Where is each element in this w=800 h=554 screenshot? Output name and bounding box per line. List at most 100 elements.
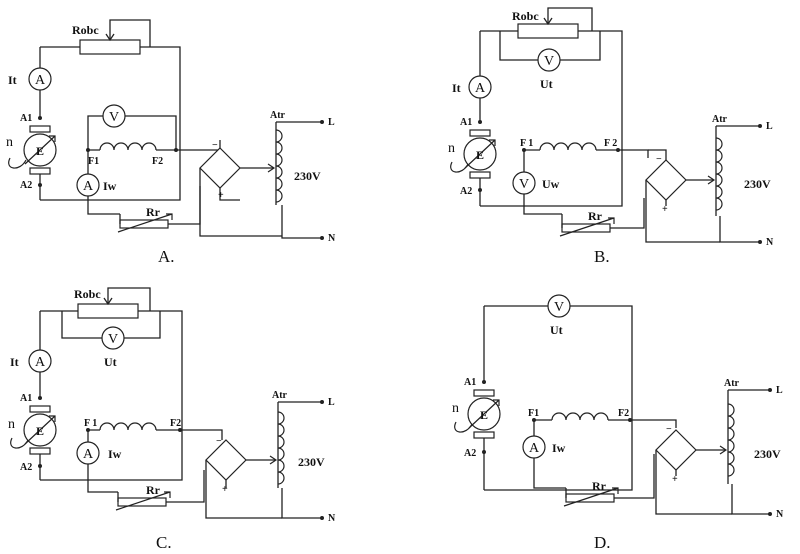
field-winding-a: V F1 F2 — [86, 104, 218, 174]
svg-text:V: V — [519, 177, 529, 192]
label-iw-d: Iw — [552, 441, 566, 455]
label-230v-c: 230V — [298, 455, 325, 469]
voltmeter-ut-d: V Ut — [547, 294, 571, 337]
rheostat-robc: Robc — [72, 19, 151, 55]
label-230v-b: 230V — [744, 177, 771, 191]
svg-text:F2: F2 — [152, 156, 163, 167]
svg-text:+: + — [672, 474, 678, 485]
ammeter-it: A It — [8, 67, 52, 91]
bridge-rectifier-a: − + — [199, 140, 282, 237]
svg-text:V: V — [109, 110, 119, 125]
svg-text:A: A — [35, 73, 46, 88]
motor-e-d: A1 E n A2 — [452, 377, 501, 490]
ammeter-iw-d: A Iw — [522, 435, 566, 489]
autotransformer-d: Atr L N 230V — [714, 378, 784, 520]
svg-text:A2: A2 — [20, 180, 32, 191]
svg-text:Atr: Atr — [712, 114, 728, 125]
svg-text:N: N — [776, 509, 784, 520]
svg-text:E: E — [36, 424, 44, 438]
svg-text:N: N — [328, 513, 336, 524]
svg-text:L: L — [776, 385, 783, 396]
svg-text:A1: A1 — [20, 113, 32, 124]
autotransformer-a: Atr L N 230V — [262, 110, 336, 244]
svg-text:A2: A2 — [460, 186, 472, 197]
rheostat-robc-b: Robc — [512, 7, 593, 39]
label-it-b: It — [452, 81, 461, 95]
voltmeter-ut-c: V Ut — [101, 326, 125, 369]
caption-c: C. — [156, 533, 172, 552]
field-winding-c: F 1 F2 — [84, 418, 223, 442]
label-rr-d: Rr — [592, 479, 607, 493]
svg-text:+: + — [218, 190, 224, 201]
label-uw-b: Uw — [542, 177, 560, 191]
svg-text:V: V — [108, 332, 118, 347]
ammeter-it-b: A It — [452, 75, 492, 99]
label-it: It — [8, 73, 17, 87]
ammeter-iw: A Iw — [76, 173, 120, 215]
svg-text:Atr: Atr — [272, 390, 288, 401]
bridge-rectifier-d: − + — [655, 424, 732, 515]
svg-text:E: E — [476, 148, 484, 162]
svg-text:−: − — [216, 436, 222, 447]
bridge-rectifier-c: − + — [205, 436, 282, 519]
panel-c: Robc V Ut A It A1 E n A2 — [8, 287, 336, 552]
caption-a: A. — [158, 247, 175, 266]
svg-text:A1: A1 — [460, 117, 472, 128]
svg-text:A: A — [83, 179, 94, 194]
caption-d: D. — [594, 533, 611, 552]
label-rr: Rr — [146, 205, 161, 219]
svg-text:F1: F1 — [528, 408, 539, 419]
motor-e-b: A1 E n A2 — [448, 117, 497, 206]
svg-text:E: E — [36, 144, 44, 158]
svg-text:A: A — [35, 355, 46, 370]
svg-text:Atr: Atr — [724, 378, 740, 389]
label-ut-c: Ut — [104, 355, 117, 369]
svg-text:A1: A1 — [464, 377, 476, 388]
voltmeter-ut-b: V Ut — [537, 48, 561, 91]
svg-text:N: N — [328, 233, 336, 244]
svg-text:F2: F2 — [618, 408, 629, 419]
rheostat-rr-d: Rr — [563, 454, 655, 507]
svg-text:n: n — [6, 135, 13, 150]
label-iw: Iw — [103, 179, 117, 193]
svg-text:A2: A2 — [464, 448, 476, 459]
panel-d: V Ut A1 E n A2 F1 F2 A — [452, 294, 784, 552]
label-ut-d: Ut — [550, 323, 563, 337]
label-rr-c: Rr — [146, 483, 161, 497]
rheostat-rr-c: Rr — [115, 470, 205, 511]
label-rr-b: Rr — [588, 209, 603, 223]
svg-text:A: A — [529, 441, 540, 456]
ammeter-iw-c: A Iw — [76, 441, 122, 493]
label-robc-c: Robc — [74, 287, 101, 301]
svg-text:A1: A1 — [20, 393, 32, 404]
rheostat-rr-b: Rr — [559, 198, 645, 237]
svg-text:n: n — [8, 417, 15, 432]
svg-text:F 1: F 1 — [520, 138, 533, 149]
motor-e-c: A1 E n A2 — [8, 393, 57, 480]
svg-text:F 1: F 1 — [84, 418, 97, 429]
svg-text:V: V — [544, 54, 554, 69]
svg-text:+: + — [222, 484, 228, 495]
label-robc: Robc — [72, 23, 99, 37]
panel-b: Robc V Ut A It A1 E n A2 — [448, 7, 774, 266]
label-230v-a: 230V — [294, 169, 321, 183]
field-winding-d: F1 F2 — [528, 408, 677, 436]
svg-text:+: + — [662, 204, 668, 215]
svg-text:F1: F1 — [88, 156, 99, 167]
svg-text:E: E — [480, 408, 488, 422]
svg-text:L: L — [766, 121, 773, 132]
caption-b: B. — [594, 247, 610, 266]
label-230v-d: 230V — [754, 447, 781, 461]
svg-text:N: N — [766, 237, 774, 248]
svg-text:−: − — [666, 424, 672, 435]
svg-text:V: V — [554, 300, 564, 315]
svg-text:A2: A2 — [20, 462, 32, 473]
svg-text:Atr: Atr — [270, 110, 286, 121]
svg-text:F2: F2 — [170, 418, 181, 429]
ammeter-it-c: A It — [10, 349, 52, 373]
svg-text:n: n — [448, 141, 455, 156]
svg-text:−: − — [656, 154, 662, 165]
label-iw-c: Iw — [108, 447, 122, 461]
rheostat-rr: Rr — [117, 186, 201, 233]
motor-e: A1 E n A2 — [6, 113, 57, 200]
